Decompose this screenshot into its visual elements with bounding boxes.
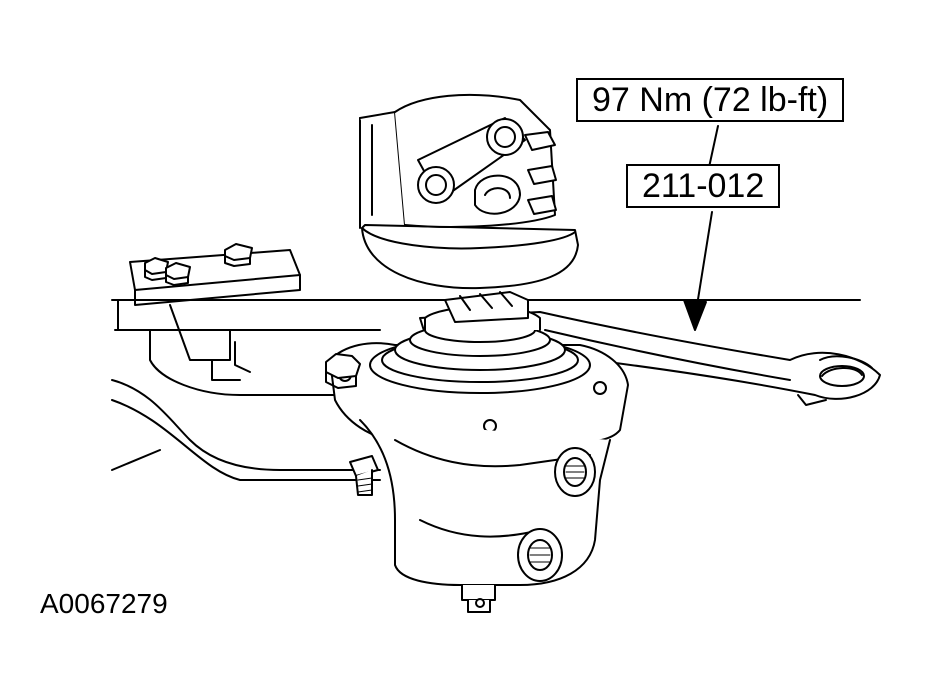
flange-bolt [325,353,361,389]
tool-leader-arrowhead [683,299,707,331]
pinch-bolt-upper [486,118,524,156]
bracket-bolt-1 [144,257,169,281]
return-port [517,528,563,582]
pinch-bolt-lower [417,166,455,204]
torque-spec-callout: 97 Nm (72 lb-ft) [576,78,845,122]
sector-shaft-stub [461,584,496,613]
bracket-bolt-2 [165,262,191,286]
steering-coupler [359,93,579,290]
figure-id-label: A0067279 [40,588,168,619]
special-tool-callout: 211-012 [626,164,781,208]
bracket-bolt-3 [224,243,253,267]
mounting-stud [349,455,379,496]
pressure-port [554,447,596,497]
frame-crossmember [111,243,861,481]
steering-gear-housing [325,291,629,613]
